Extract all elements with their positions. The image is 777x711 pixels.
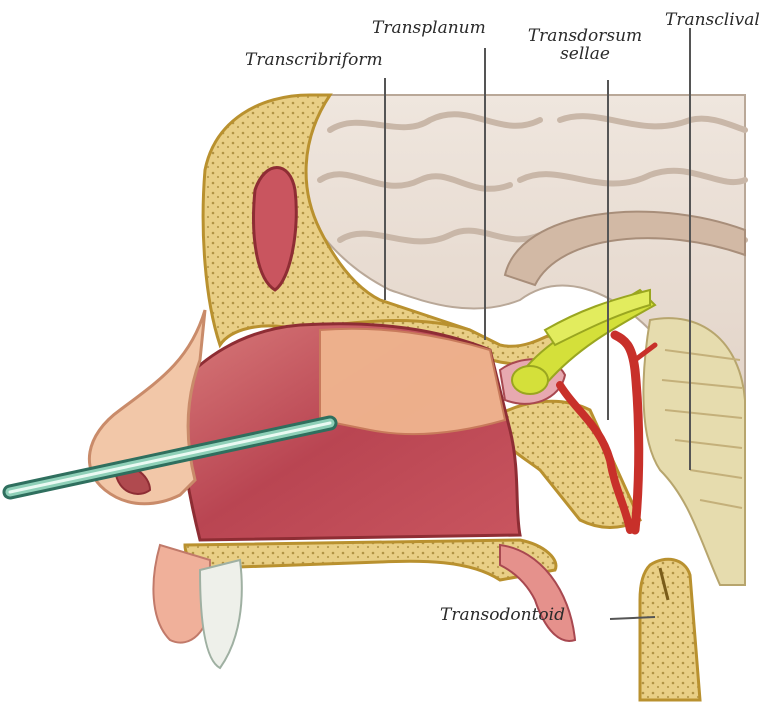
label-transodontoid: Transodontoid xyxy=(440,607,565,625)
label-transdorsum-sellae: Transdorsum sellae xyxy=(520,28,650,64)
label-transplanum: Transplanum xyxy=(372,20,486,38)
label-transclival: Transclival xyxy=(665,12,760,30)
odontoid-bone xyxy=(640,559,700,700)
label-sellae: sellae xyxy=(520,46,650,64)
incisor-tooth xyxy=(200,560,242,668)
label-transcribriform: Transcribriform xyxy=(245,52,383,70)
